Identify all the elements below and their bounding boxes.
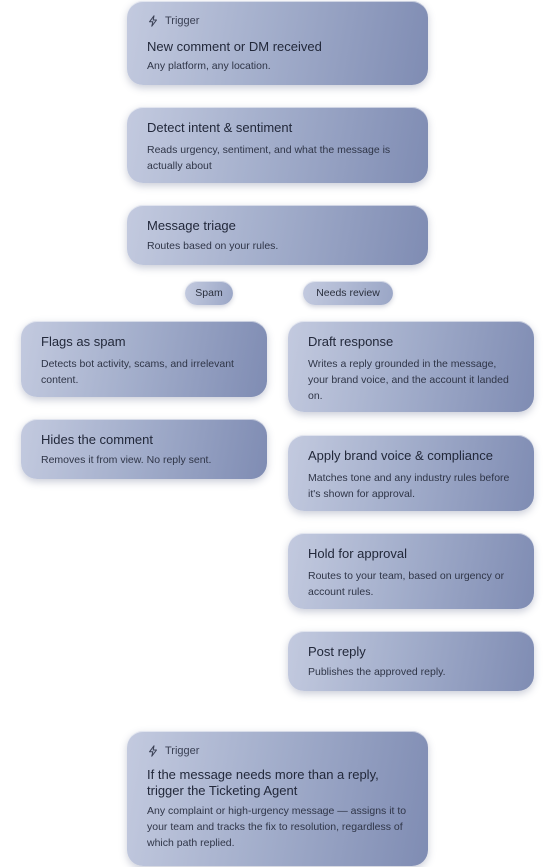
branch-pill-spam[interactable]: Spam [185, 281, 233, 305]
card-title: New comment or DM received [147, 39, 322, 54]
trigger-card-new-comment[interactable]: Trigger New comment or DM received Any p… [127, 1, 428, 85]
step-post-reply[interactable]: Post reply Publishes the approved reply. [288, 631, 534, 691]
card-description: Reads urgency, sentiment, and what the m… [147, 144, 391, 172]
trigger-header: Trigger [147, 14, 408, 28]
card-description: Any complaint or high-urgency message — … [147, 805, 407, 849]
card-description: Detects bot activity, scams, and irrelev… [41, 358, 234, 386]
card-title: Hides the comment [41, 432, 153, 447]
card-title: Apply brand voice & compliance [308, 448, 493, 463]
step-flags-as-spam[interactable]: Flags as spam Detects bot activity, scam… [21, 321, 267, 397]
card-description: Any platform, any location. [147, 60, 271, 72]
card-description: Routes to your team, based on urgency or… [308, 570, 505, 598]
card-title: If the message needs more than a reply, … [147, 767, 379, 798]
lightning-icon [147, 745, 159, 757]
trigger-label: Trigger [165, 15, 200, 27]
card-title: Post reply [308, 644, 366, 659]
branch-pill-needs-review[interactable]: Needs review [303, 281, 393, 305]
card-title: Flags as spam [41, 334, 126, 349]
trigger-header: Trigger [147, 744, 408, 758]
card-title: Message triage [147, 218, 236, 233]
card-description: Publishes the approved reply. [308, 666, 446, 678]
card-description: Removes it from view. No reply sent. [41, 454, 212, 466]
card-description: Writes a reply grounded in the message, … [308, 358, 509, 402]
step-brand-voice-compliance[interactable]: Apply brand voice & compliance Matches t… [288, 435, 534, 511]
step-draft-response[interactable]: Draft response Writes a reply grounded i… [288, 321, 534, 412]
card-title: Draft response [308, 334, 394, 349]
step-message-triage[interactable]: Message triage Routes based on your rule… [127, 205, 428, 265]
lightning-icon [147, 15, 159, 27]
step-detect-intent[interactable]: Detect intent & sentiment Reads urgency,… [127, 107, 428, 183]
step-hides-comment[interactable]: Hides the comment Removes it from view. … [21, 419, 267, 479]
trigger-card-ticketing-agent[interactable]: Trigger If the message needs more than a… [127, 731, 428, 866]
trigger-label: Trigger [165, 745, 200, 757]
card-description: Matches tone and any industry rules befo… [308, 472, 510, 500]
card-description: Routes based on your rules. [147, 240, 279, 252]
card-title: Hold for approval [308, 546, 407, 561]
card-title: Detect intent & sentiment [147, 120, 293, 135]
step-hold-for-approval[interactable]: Hold for approval Routes to your team, b… [288, 533, 534, 609]
